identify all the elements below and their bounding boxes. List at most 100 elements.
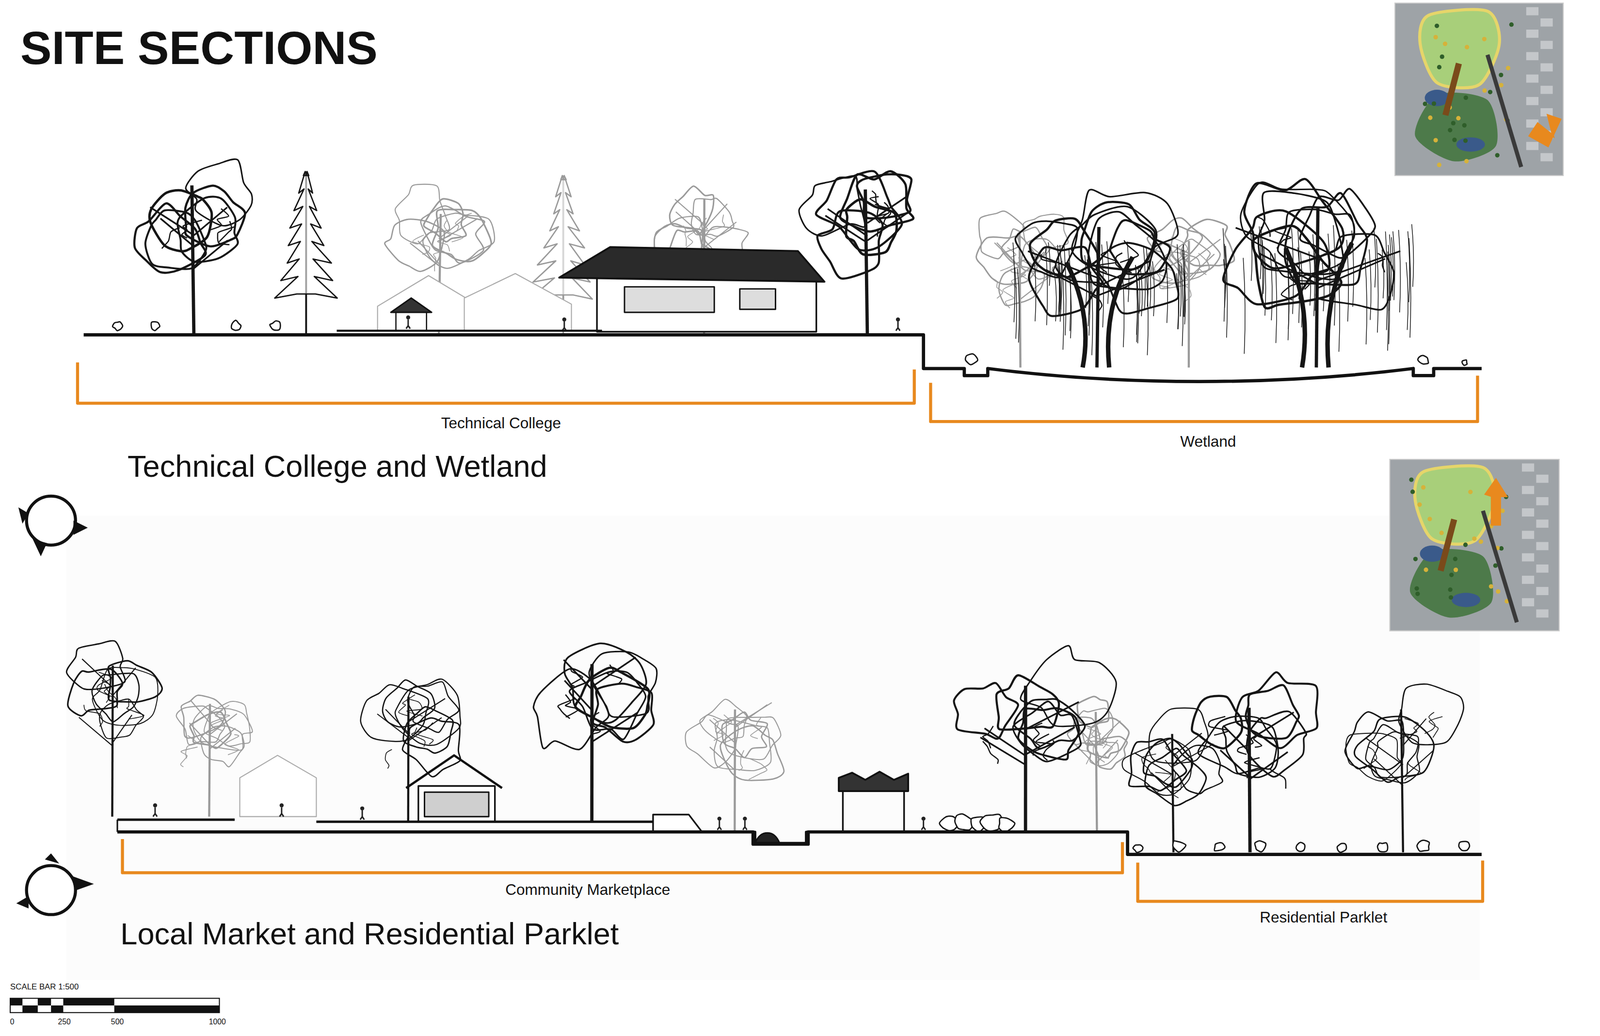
sketch-stroke: [750, 717, 762, 739]
sketch-stroke: [1521, 530, 1535, 539]
sketch-shrub: [112, 321, 123, 331]
sketch-stroke: [1419, 9, 1500, 88]
sketch-stroke: [1526, 51, 1539, 61]
sketch-stroke: [575, 667, 650, 729]
sketch-stroke: [1408, 477, 1414, 482]
sketch-stroke: [1521, 508, 1535, 517]
sketch-stroke: [1447, 587, 1453, 592]
sketch-stroke: [717, 816, 722, 821]
sketch-tree: [1191, 672, 1318, 852]
sketch-stroke: [1433, 34, 1438, 40]
sketch-stroke: [210, 704, 230, 729]
sketch-stroke: [1102, 737, 1113, 759]
sketch-stroke: [406, 319, 411, 329]
sketch-tree: [1222, 178, 1414, 368]
sketch-stroke: [176, 705, 225, 745]
sketch-stroke: [1482, 36, 1487, 42]
sketch-stroke: [1136, 273, 1139, 344]
sketch-stroke: [1463, 138, 1468, 143]
sketch-stroke: [1369, 249, 1372, 320]
sketch-stroke: [382, 679, 435, 727]
sketch-stroke: [1536, 542, 1549, 551]
sketch-stroke: [1109, 220, 1170, 275]
sketch-tree: [533, 642, 657, 822]
sketch-stroke: [1414, 586, 1419, 591]
sketch-stroke: [1472, 536, 1477, 541]
person-figure: [742, 816, 747, 830]
gazebo-roof: [390, 298, 432, 313]
sketch-stroke: [1198, 253, 1209, 275]
sketch-stroke: [1020, 645, 1117, 726]
sketch-stroke: [921, 820, 926, 830]
sketch-stroke: [73, 520, 88, 535]
sketch-stroke: [1299, 188, 1376, 258]
sketch-stroke: [1440, 54, 1445, 59]
sketch-stroke: [1291, 269, 1312, 290]
sketch-stroke: [1423, 567, 1428, 572]
sketch-tree: [976, 210, 1069, 368]
person-figure: [153, 802, 158, 816]
sketch-stroke: [1495, 152, 1500, 158]
sketch-stroke: [126, 698, 144, 720]
sketch-stroke: [1101, 244, 1104, 328]
sketch-stroke: [1091, 727, 1108, 749]
sketch-stroke: [1309, 251, 1312, 306]
sketch-stroke: [1381, 249, 1384, 299]
sketch-stroke: [1509, 22, 1514, 27]
sketch-stroke: [748, 758, 768, 780]
sketch-stroke: [1421, 484, 1426, 490]
sketch-stroke: [437, 229, 451, 252]
sketch-stroke: [571, 668, 583, 687]
sketch-stroke: [79, 717, 113, 746]
sketch-stroke: [1177, 244, 1180, 330]
sketch-stroke: [683, 225, 687, 246]
sketch-stroke: [1152, 261, 1155, 317]
sketch-stroke: [1264, 245, 1266, 316]
sketch-stroke: [1448, 594, 1454, 600]
sketch-stroke: [1059, 244, 1062, 310]
sketch-stroke: [1414, 92, 1498, 162]
sketch-shrub: [1214, 842, 1226, 851]
sketch-stroke: [1521, 575, 1535, 584]
sketch-stroke: [1134, 752, 1174, 775]
building-roof: [559, 246, 825, 282]
sketch-stroke: [1485, 479, 1506, 525]
sketch-stroke: [1054, 273, 1057, 322]
building-wall: [596, 275, 816, 332]
sketch-stroke: [63, 997, 114, 1006]
sketch-stroke: [1521, 463, 1535, 472]
sketch-stroke: [16, 896, 29, 909]
sketch-stroke: [982, 740, 999, 764]
sketch-stroke: [1259, 226, 1262, 280]
sketch-stroke: [1536, 586, 1549, 595]
sketch-stroke: [360, 810, 365, 820]
sketch-stroke: [1095, 241, 1098, 312]
sketch-stroke: [1155, 771, 1172, 792]
ground-line: [83, 334, 1482, 382]
sketch-stroke: [1428, 716, 1443, 737]
sketch-stroke: [211, 709, 226, 731]
sketch-stroke: [738, 750, 744, 771]
sketch-stroke: [1398, 229, 1401, 313]
sketch-stroke: [1536, 519, 1549, 528]
sketch-stroke: [1237, 734, 1253, 754]
sketch-stroke: [1249, 226, 1252, 281]
sketch-stroke: [406, 315, 411, 320]
market-stall-roof: [838, 771, 909, 791]
sketch-stroke: [1385, 231, 1388, 330]
market-stall-post: [842, 790, 904, 832]
sketch-stroke: [1487, 54, 1521, 167]
sketch-stroke: [1122, 271, 1125, 348]
pavilion-window: [424, 791, 490, 817]
sketch-stroke: [1025, 701, 1079, 730]
sketch-stroke: [1478, 539, 1484, 544]
sketch-stroke: [1499, 545, 1504, 551]
sketch-stroke: [1045, 246, 1048, 326]
sketch-stroke: [1090, 271, 1093, 356]
sketch-stroke: [83, 704, 103, 726]
sketch-shrub: [1133, 844, 1144, 853]
sketch-stroke: [1088, 260, 1090, 336]
sketch-stroke: [1274, 253, 1277, 343]
sketch-stroke: [1291, 228, 1294, 315]
